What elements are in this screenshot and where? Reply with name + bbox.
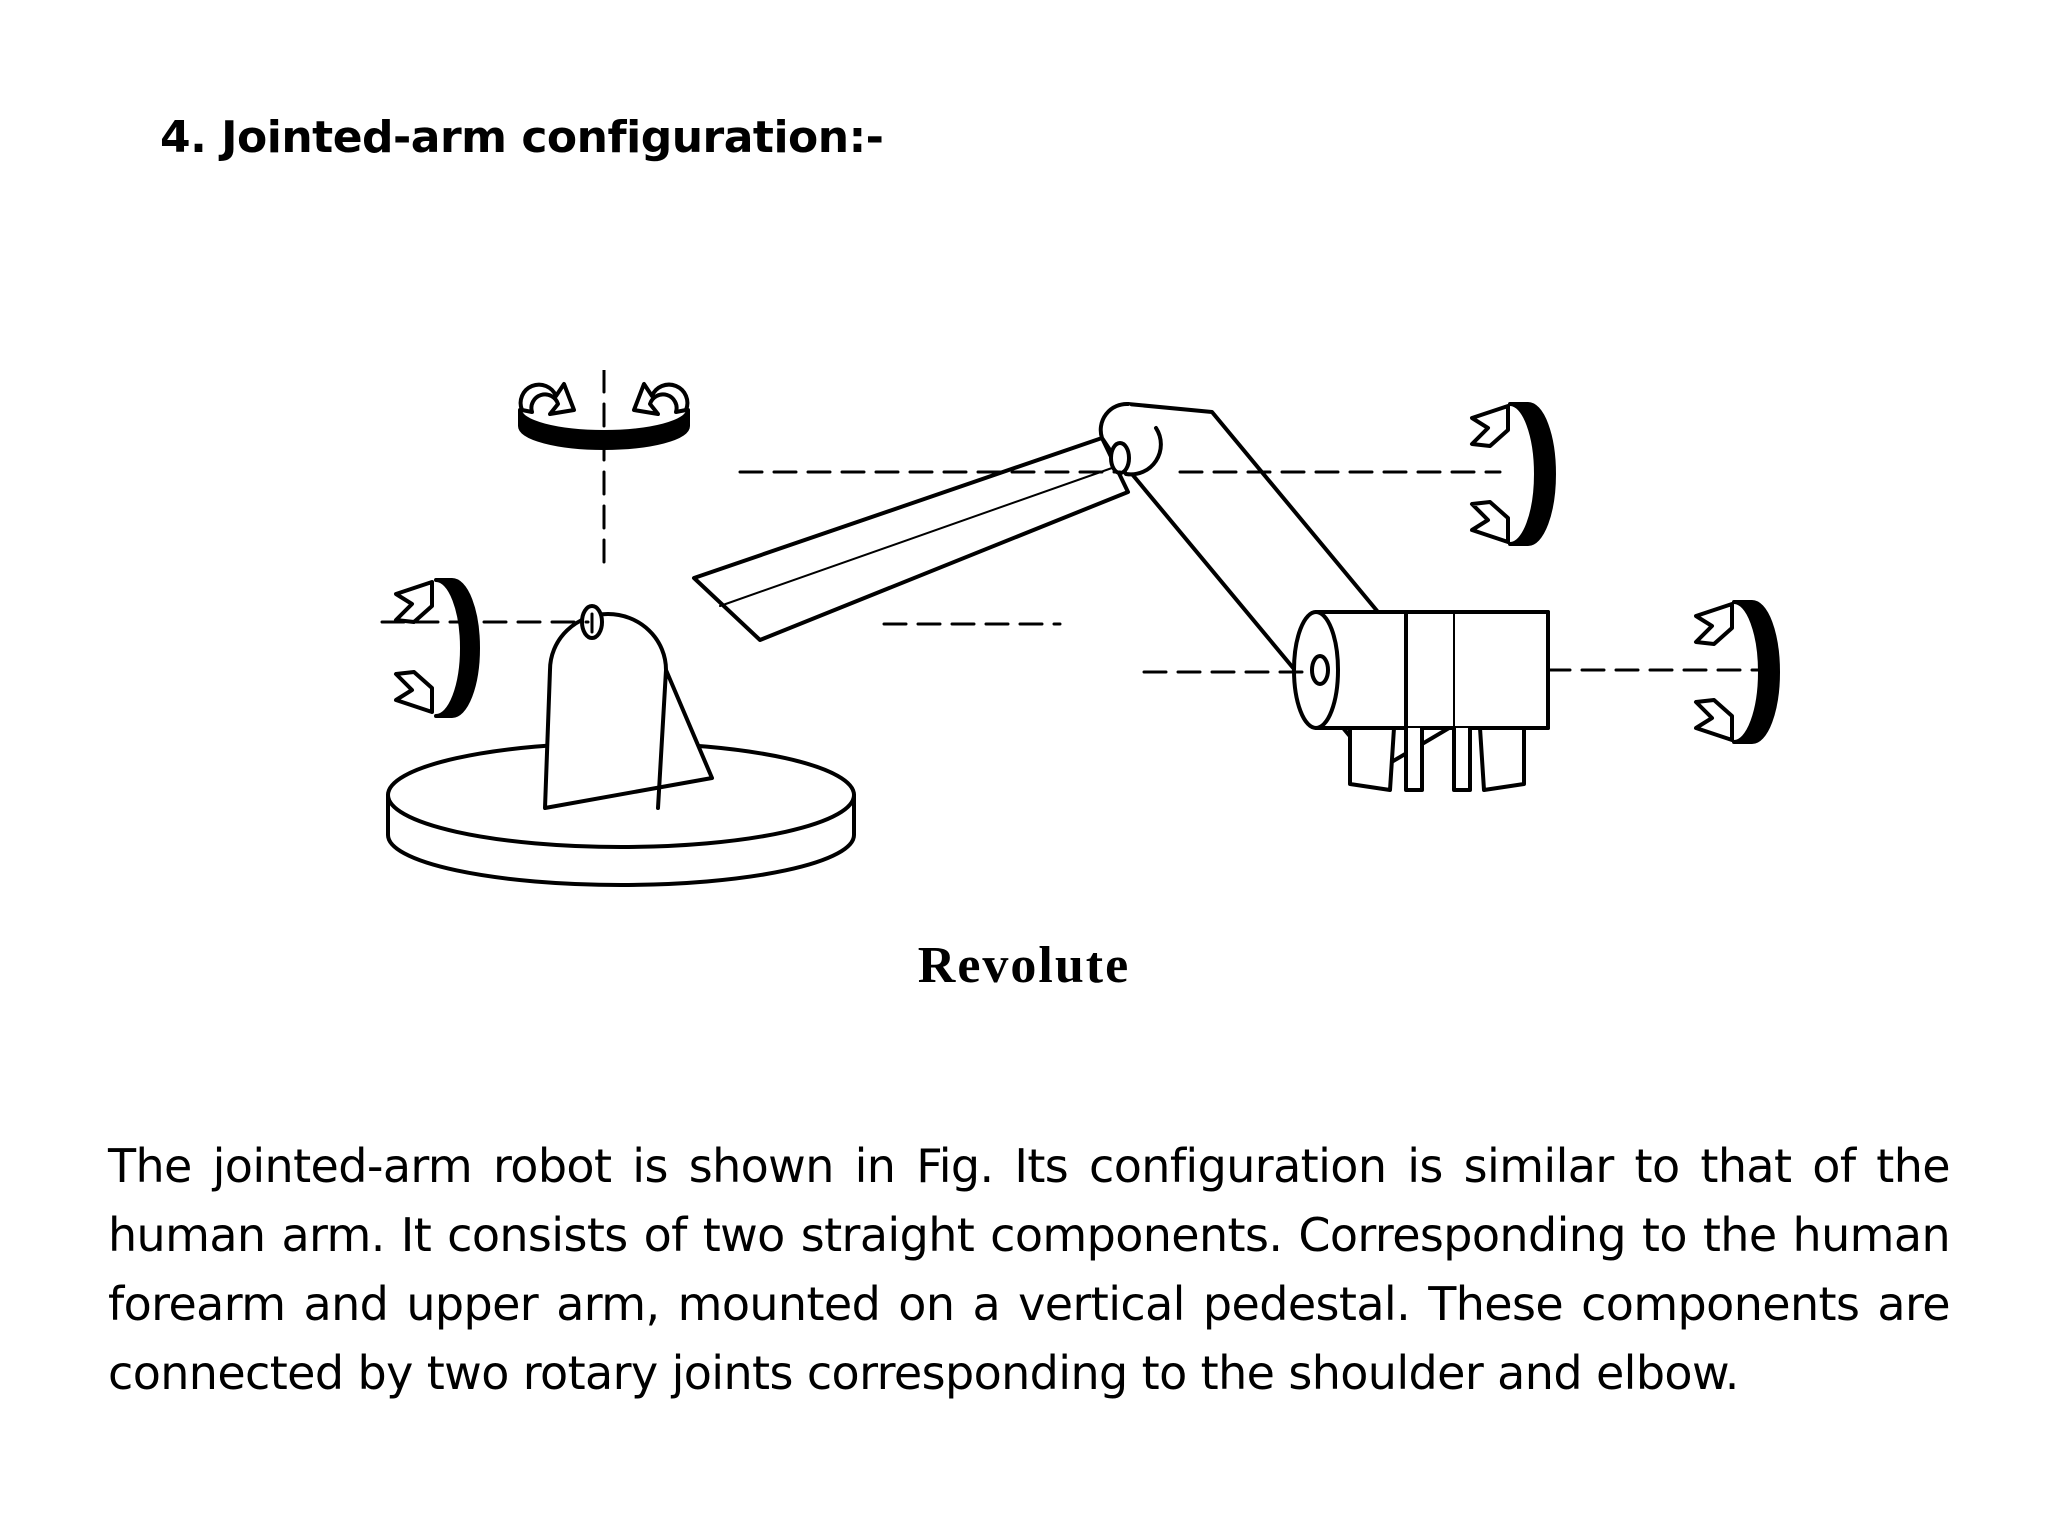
upper-arm [692, 436, 1130, 642]
rotation-arrow-wrist-icon [1694, 600, 1780, 744]
rotation-arrow-shoulder-icon [1470, 402, 1556, 546]
wrist-cylinder [1292, 610, 1550, 730]
gripper [1348, 726, 1526, 792]
shoulder-pedestal [543, 604, 714, 810]
figure-caption: Revolute [917, 937, 1131, 994]
body-paragraph: The jointed-arm robot is shown in Fig. I… [108, 1139, 1951, 1400]
robot-arm-diagram [360, 370, 1800, 890]
rotation-arrow-vertical-icon [518, 382, 690, 450]
slide-title: 4. Jointed-arm configuration:- [160, 112, 884, 163]
rotation-arrow-base-icon [394, 578, 480, 718]
